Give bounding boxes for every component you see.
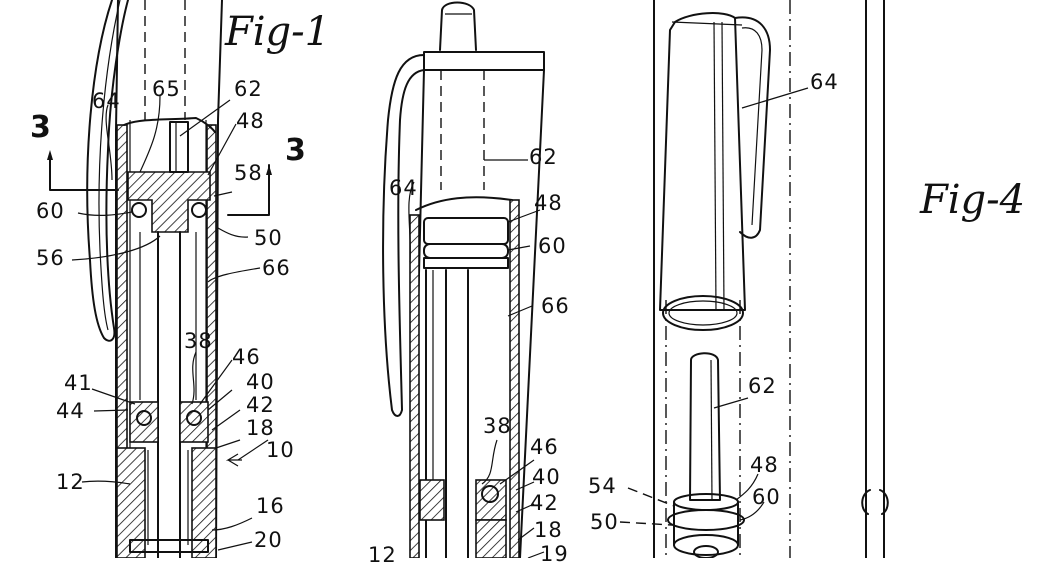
figure-4-drawing [619, 0, 889, 558]
fig2-label-66: 66 [541, 294, 570, 318]
fig2-label-40: 40 [532, 465, 561, 489]
fig4-label-60: 60 [752, 485, 781, 509]
figure-1-drawing [47, 0, 272, 558]
fig2-label-42: 42 [530, 491, 559, 515]
fig1-label-16: 16 [256, 494, 285, 518]
fig1-label-44: 44 [56, 399, 85, 423]
fig1-label-18: 18 [246, 416, 275, 440]
fig4-label-62: 62 [748, 374, 777, 398]
fig1-label-62: 62 [234, 77, 263, 101]
fig4-label-54: 54 [588, 474, 617, 498]
fig1-label-58: 58 [234, 161, 263, 185]
fig1-label-46: 46 [232, 345, 261, 369]
fig2-label-38: 38 [483, 414, 512, 438]
fig1-label-10: 10 [266, 438, 295, 462]
fig4-label-50: 50 [590, 510, 619, 534]
fig2-label-12: 12 [368, 543, 397, 567]
fig2-label-60: 60 [538, 234, 567, 258]
fig1-label-40: 40 [246, 370, 275, 394]
fig1-label-50: 50 [254, 226, 283, 250]
fig1-label-38: 38 [184, 329, 213, 353]
fig2-label-62: 62 [529, 145, 558, 169]
fig1-label-66: 66 [262, 256, 291, 280]
fig1-section-label-right: 3 [285, 133, 307, 168]
figure-2-drawing [382, 1, 545, 558]
fig1-label-64: 64 [92, 89, 121, 113]
fig1-label-20: 20 [254, 528, 283, 552]
fig2-label-46: 46 [530, 435, 559, 459]
fig1-label-12: 12 [56, 470, 85, 494]
fig1-label-41: 41 [64, 371, 93, 395]
fig2-label-48: 48 [534, 191, 563, 215]
fig1-label-60: 60 [36, 199, 65, 223]
fig1-label-65: 65 [152, 77, 181, 101]
figure-4-title: Fig-4 [920, 177, 1026, 223]
fig2-label-19: 19 [540, 542, 569, 566]
figure-1-title: Fig-1 [225, 9, 331, 55]
fig4-label-48: 48 [750, 453, 779, 477]
fig1-label-48: 48 [236, 109, 265, 133]
fig1-section-label-left: 3 [30, 110, 52, 145]
fig4-label-64: 64 [810, 70, 839, 94]
fig1-label-56: 56 [36, 246, 65, 270]
fig2-label-64: 64 [389, 176, 418, 200]
fig1-label-42: 42 [246, 393, 275, 417]
fig2-label-18: 18 [534, 518, 563, 542]
